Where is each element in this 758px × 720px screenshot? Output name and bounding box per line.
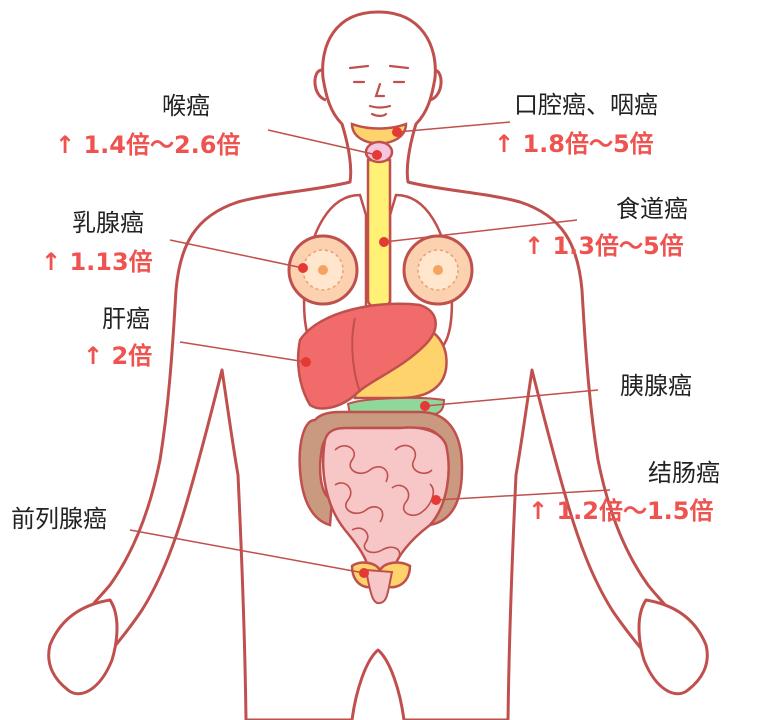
dot-liver	[301, 357, 311, 367]
leader-line-breast	[169, 239, 304, 269]
mouth-pharynx	[350, 122, 408, 145]
small-intestine	[321, 426, 450, 577]
label-laryngeal-risk: ↑ 1.4倍〜2.6倍	[55, 131, 241, 159]
label-breast-risk: ↑ 1.13倍	[41, 248, 153, 276]
label-pancreatic-name: 胰腺癌	[620, 372, 692, 400]
leader-line-esophageal	[383, 219, 578, 243]
dot-pancreatic	[420, 401, 430, 411]
label-laryngeal-name: 喉癌	[162, 92, 210, 120]
leader-dots	[298, 127, 441, 578]
leader-line-pancreatic	[424, 389, 599, 407]
dot-breast	[298, 263, 308, 273]
face	[348, 64, 410, 117]
dot-oral	[392, 127, 402, 137]
label-prostate-name: 前列腺癌	[11, 505, 107, 533]
leader-lines	[129, 121, 611, 574]
label-esophageal-name: 食道癌	[616, 195, 688, 223]
leader-line-liver	[179, 341, 307, 363]
dot-prostate	[359, 568, 369, 578]
leader-line-laryngeal	[267, 129, 378, 156]
leader-line-oral	[396, 121, 511, 133]
label-oral-pharyngeal-name: 口腔癌、咽癌	[514, 91, 658, 119]
label-oral-pharyngeal-risk: ↑ 1.8倍〜5倍	[494, 130, 654, 158]
label-esophageal-risk: ↑ 1.3倍〜5倍	[524, 232, 684, 260]
label-liver-name: 肝癌	[102, 305, 150, 333]
label-breast-name: 乳腺癌	[72, 209, 144, 237]
label-colorectal-risk: ↑ 1.2倍〜1.5倍	[528, 497, 714, 525]
esophagus	[366, 158, 392, 309]
leader-line-colorectal	[435, 489, 611, 501]
label-colorectal-name: 结肠癌	[648, 459, 720, 487]
label-liver-risk: ↑ 2倍	[83, 342, 153, 370]
leader-line-prostate	[129, 529, 365, 574]
dot-esophageal	[379, 237, 389, 247]
dot-colorectal	[431, 495, 441, 505]
liver	[296, 302, 437, 410]
dot-laryngeal	[372, 150, 382, 160]
